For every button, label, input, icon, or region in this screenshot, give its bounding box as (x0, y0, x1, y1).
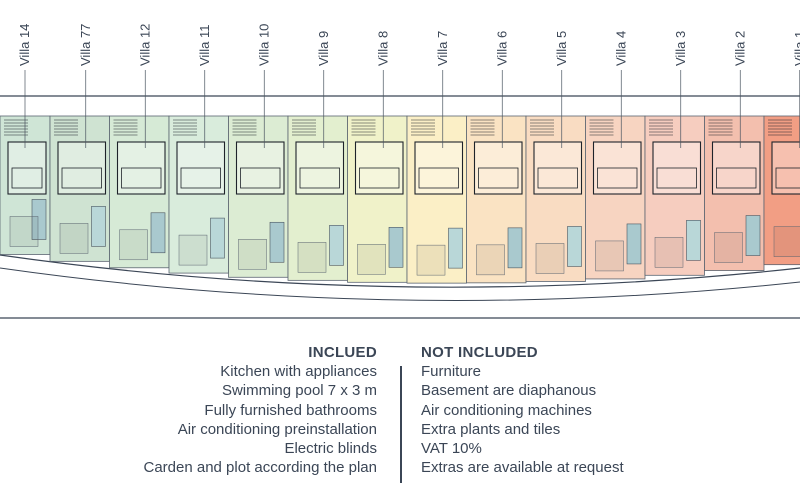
villa-plot (109, 115, 170, 269)
villa-plot (644, 115, 705, 276)
villa-label: Villa 11 (197, 25, 212, 66)
included-title: INCLUED (308, 344, 377, 361)
villa-plots (0, 115, 800, 284)
villa-label: Villa 77 (78, 24, 93, 66)
villa-plot (763, 115, 800, 266)
villa-label: Villa 1 (792, 31, 800, 66)
villa-label: Villa 8 (375, 31, 390, 66)
villa-label: Villa 6 (494, 31, 509, 66)
not-included-title: NOT INCLUDED (421, 344, 538, 361)
villa-label: Villa 12 (137, 24, 152, 66)
included-item: Fully furnished bathrooms (204, 401, 377, 419)
villa-label: Villa 10 (256, 24, 271, 66)
villa-label: Villa 14 (17, 24, 32, 66)
road-curve-lower (0, 267, 800, 301)
villa-plot (525, 115, 586, 282)
road-curve-upper (0, 254, 800, 288)
villa-plot (406, 115, 467, 284)
villa-plot (49, 115, 110, 262)
villa-label: Villa 9 (316, 31, 331, 66)
villa-plot (228, 115, 289, 278)
not-included-item: Extras are available at request (421, 459, 624, 477)
included-item: Kitchen with appliances (220, 363, 377, 381)
not-included-item: Air conditioning machines (421, 401, 592, 419)
column-divider (400, 366, 402, 483)
villa-plot (168, 115, 229, 274)
villa-plot (704, 115, 765, 271)
not-included-item: Furniture (421, 363, 482, 381)
villa-label: Villa 2 (732, 31, 747, 66)
villa-label: Villa 7 (435, 31, 450, 66)
included-item: Carden and plot according the plan (143, 459, 378, 477)
included-item: Electric blinds (284, 440, 377, 458)
included-item: Air conditioning preinstallation (177, 420, 377, 438)
villa-label: Villa 4 (613, 31, 628, 66)
not-included-item: VAT 10% (421, 440, 482, 458)
not-included-item: Extra plants and tiles (421, 420, 561, 438)
villa-label: Villa 5 (554, 31, 569, 66)
villa-label: Villa 3 (673, 31, 688, 66)
villa-plot (466, 115, 527, 284)
villa-plot (347, 115, 408, 283)
villa-labels: Villa 14 Villa 77 Villa 12 Villa 11 Villa 10… (17, 24, 800, 148)
not-included-item: Basement are diaphanous (421, 382, 597, 400)
included-item: Swimming pool 7 x 3 m (221, 382, 377, 400)
inclusions-section: INCLUED Kitchen with appliances Swimming… (0, 338, 800, 488)
villa-plot (287, 115, 348, 281)
villa-plot (585, 115, 646, 280)
plan-background (0, 95, 800, 319)
site-plan: Villa 14 Villa 77 Villa 12 Villa 11 Villa 10… (0, 24, 800, 319)
included-column: INCLUED Kitchen with appliances Swimming… (144, 343, 378, 477)
not-included-column: NOT INCLUDED Furniture Basement are diap… (421, 343, 624, 477)
